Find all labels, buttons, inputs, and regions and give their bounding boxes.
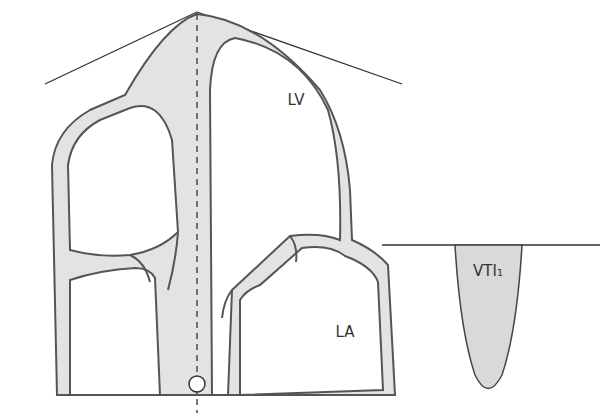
cursor-line <box>196 14 197 413</box>
tricuspid-leaflet <box>130 255 150 282</box>
measurement-label: VTI₁ <box>473 264 503 279</box>
chamber-label: LV <box>288 93 305 108</box>
mitral-leaflet <box>222 290 232 318</box>
left-atrium <box>240 247 383 395</box>
vti-envelope <box>455 245 522 389</box>
sample-volume <box>189 376 205 392</box>
mitral-leaflet <box>290 236 296 262</box>
chamber-label: LA <box>336 325 355 340</box>
right-atrium <box>70 268 160 395</box>
right-ventricle <box>68 106 178 256</box>
heart-wall <box>52 14 395 395</box>
tricuspid-leaflet <box>168 232 178 290</box>
